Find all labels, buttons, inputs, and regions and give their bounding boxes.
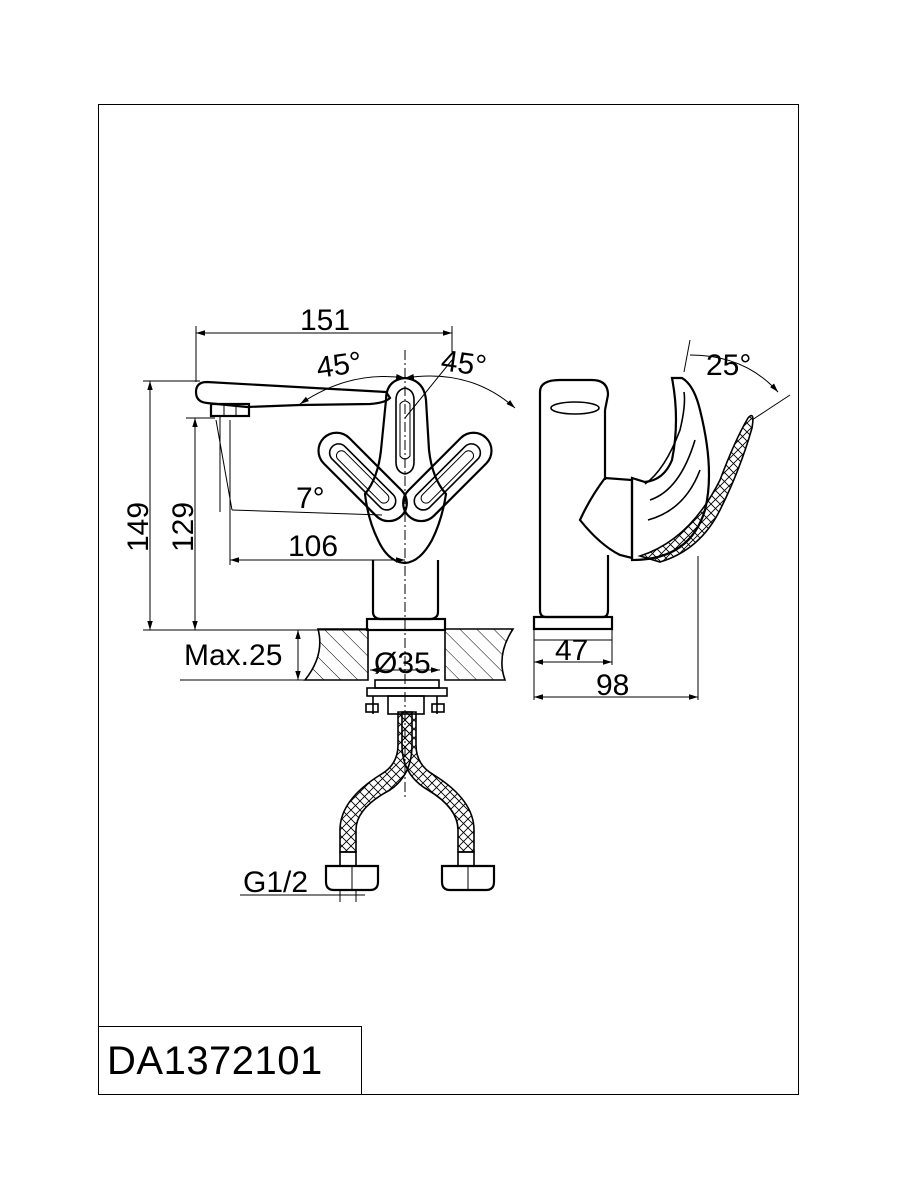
side-handle (578, 476, 634, 560)
dim-handle-angle: 25° (706, 349, 751, 382)
dim-total-height: 149 (122, 502, 155, 552)
dim-overall-width: 151 (300, 304, 350, 337)
dim-spout-reach: 106 (288, 530, 338, 563)
dim-left-angle: 45° (314, 346, 364, 385)
dim-base-depth: 47 (555, 634, 588, 667)
side-view (532, 339, 791, 641)
aerator (209, 402, 251, 418)
dim-hole-diameter: Ø35 (374, 647, 431, 680)
dim-max-deck: Max.25 (184, 639, 282, 672)
hose-nut-right (440, 851, 496, 892)
deck-section (303, 628, 369, 681)
front-dimensions (143, 326, 516, 902)
hose-right (401, 711, 475, 853)
handle-left-position (317, 431, 408, 523)
dim-total-depth: 98 (596, 669, 629, 702)
base-ring (365, 617, 447, 632)
title-block: DA1372101 (98, 1026, 362, 1095)
dim-spout-tilt: 7° (296, 482, 325, 515)
side-handle-tilted (637, 414, 754, 563)
dim-spout-height: 129 (167, 502, 200, 552)
drawing-frame (98, 104, 799, 1095)
hose-nut-left (324, 851, 380, 892)
dim-right-angle: 45° (439, 344, 489, 383)
side-dimensions (533, 556, 699, 700)
side-body (538, 404, 610, 619)
dim-connection: G1/2 (243, 866, 308, 899)
handle-right-position (402, 431, 493, 523)
model-code: DA1372101 (107, 1039, 323, 1083)
front-view (194, 350, 515, 892)
